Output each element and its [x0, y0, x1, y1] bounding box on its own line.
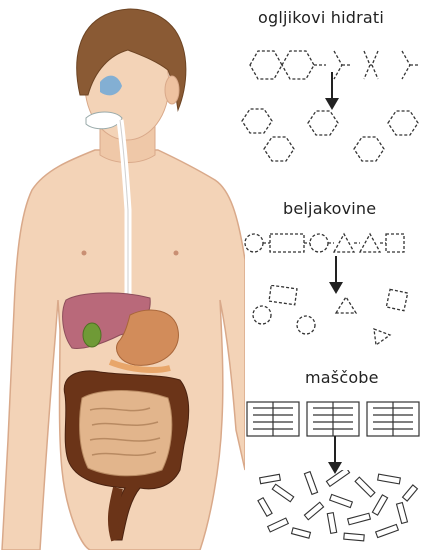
hexagon-ring-icon — [388, 111, 418, 135]
hexagon-ring-icon — [308, 111, 338, 135]
square-icon — [270, 234, 304, 252]
circle-icon — [310, 234, 328, 252]
hexagon-ring-icon — [282, 51, 314, 79]
triangle-icon — [334, 234, 354, 252]
fats-label: maščobe — [305, 368, 379, 387]
fat-fragments — [252, 470, 422, 545]
fat-molecule-icon — [367, 402, 419, 436]
gallbladder — [83, 323, 101, 347]
square-icon — [386, 289, 407, 310]
triangle-icon — [360, 234, 380, 252]
hexagon-ring-icon — [250, 51, 282, 79]
square-icon — [386, 234, 404, 252]
protein-monomers — [246, 285, 425, 355]
triangle-icon — [336, 297, 356, 313]
fat-molecule-icon — [247, 402, 299, 436]
proteins-label: beljakovine — [283, 199, 376, 218]
carbohydrates-label: ogljikovi hidrati — [258, 8, 384, 27]
protein-chain — [242, 228, 422, 258]
fat-molecule-icon — [307, 402, 359, 436]
triangle-icon — [374, 329, 390, 345]
fat-molecules — [245, 400, 425, 440]
ear-shape — [165, 76, 179, 104]
carbohydrate-monomers — [238, 105, 423, 175]
square-icon — [269, 285, 297, 304]
hexagon-ring-icon — [354, 137, 384, 161]
hexagon-ring-icon — [264, 137, 294, 161]
human-body-illustration — [0, 0, 245, 550]
hexagon-ring-icon — [242, 109, 272, 133]
circle-icon — [245, 234, 263, 252]
circle-icon — [297, 316, 315, 334]
circle-icon — [253, 306, 271, 324]
small-intestine — [80, 391, 172, 476]
